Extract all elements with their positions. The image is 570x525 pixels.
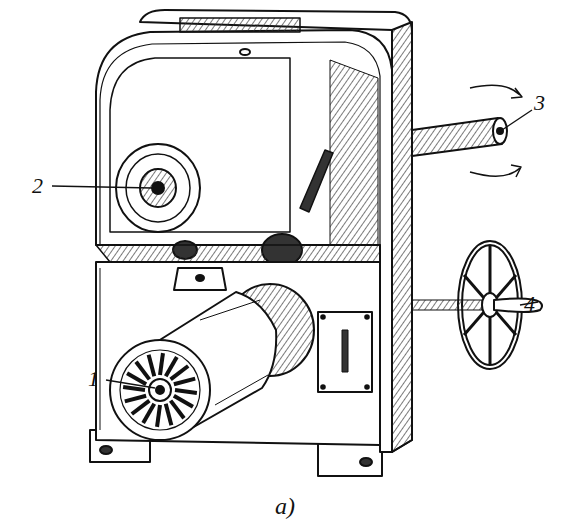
leader-lines [52,110,538,388]
name-plate [318,312,372,392]
callout-number: 2 [32,175,43,197]
gear-box [96,262,380,445]
handwheel [412,243,542,367]
electric-motor [110,284,314,440]
callout-number: 3 [534,92,545,114]
side-face [392,22,412,452]
output-shaft [412,85,522,177]
upper-housing [96,30,392,452]
figure-caption: а) [275,494,295,518]
callout-number: 1 [88,368,99,390]
callout-number: 4 [524,293,535,315]
sight-slot [300,150,333,212]
